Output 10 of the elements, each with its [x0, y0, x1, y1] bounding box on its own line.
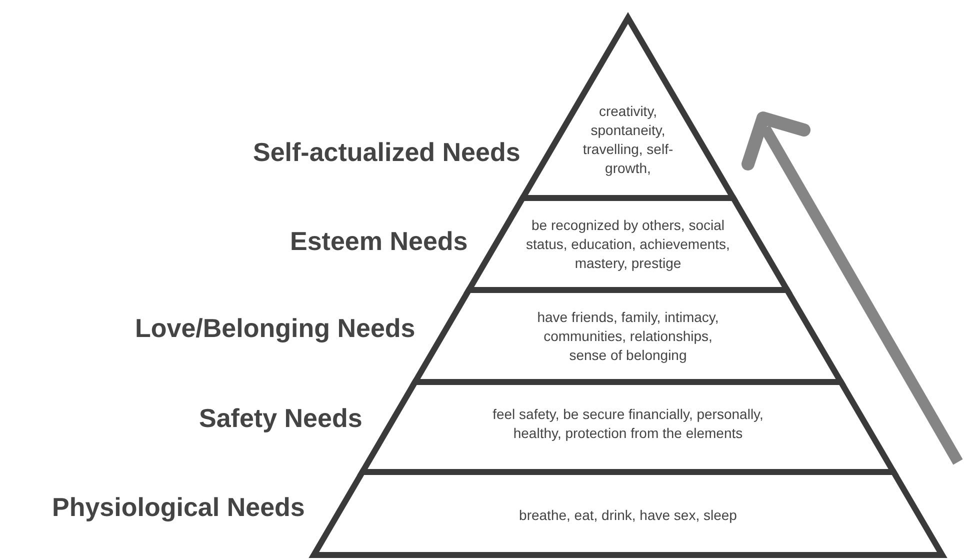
tier-heading: Physiological Needs	[52, 492, 305, 522]
tier-heading: Safety Needs	[199, 403, 362, 433]
tier-description: creativity, spontaneity, travelling, self-growth,	[582, 102, 674, 178]
tier-description: be recognized by others, social status, education, achievements, mastery, prestige	[525, 216, 731, 272]
tier-description: feel safety, be secure financially, personally, healthy, protection from the elements	[492, 405, 764, 443]
tier-description: have friends, family, intimacy, communities, relationships, sense of belonging	[536, 308, 720, 364]
tier-heading: Self-actualized Needs	[253, 137, 520, 167]
tier-heading: Love/Belonging Needs	[135, 313, 416, 343]
tier-heading: Esteem Needs	[290, 226, 468, 256]
tier-description: breathe, eat, drink, have sex, sleep	[518, 506, 738, 524]
